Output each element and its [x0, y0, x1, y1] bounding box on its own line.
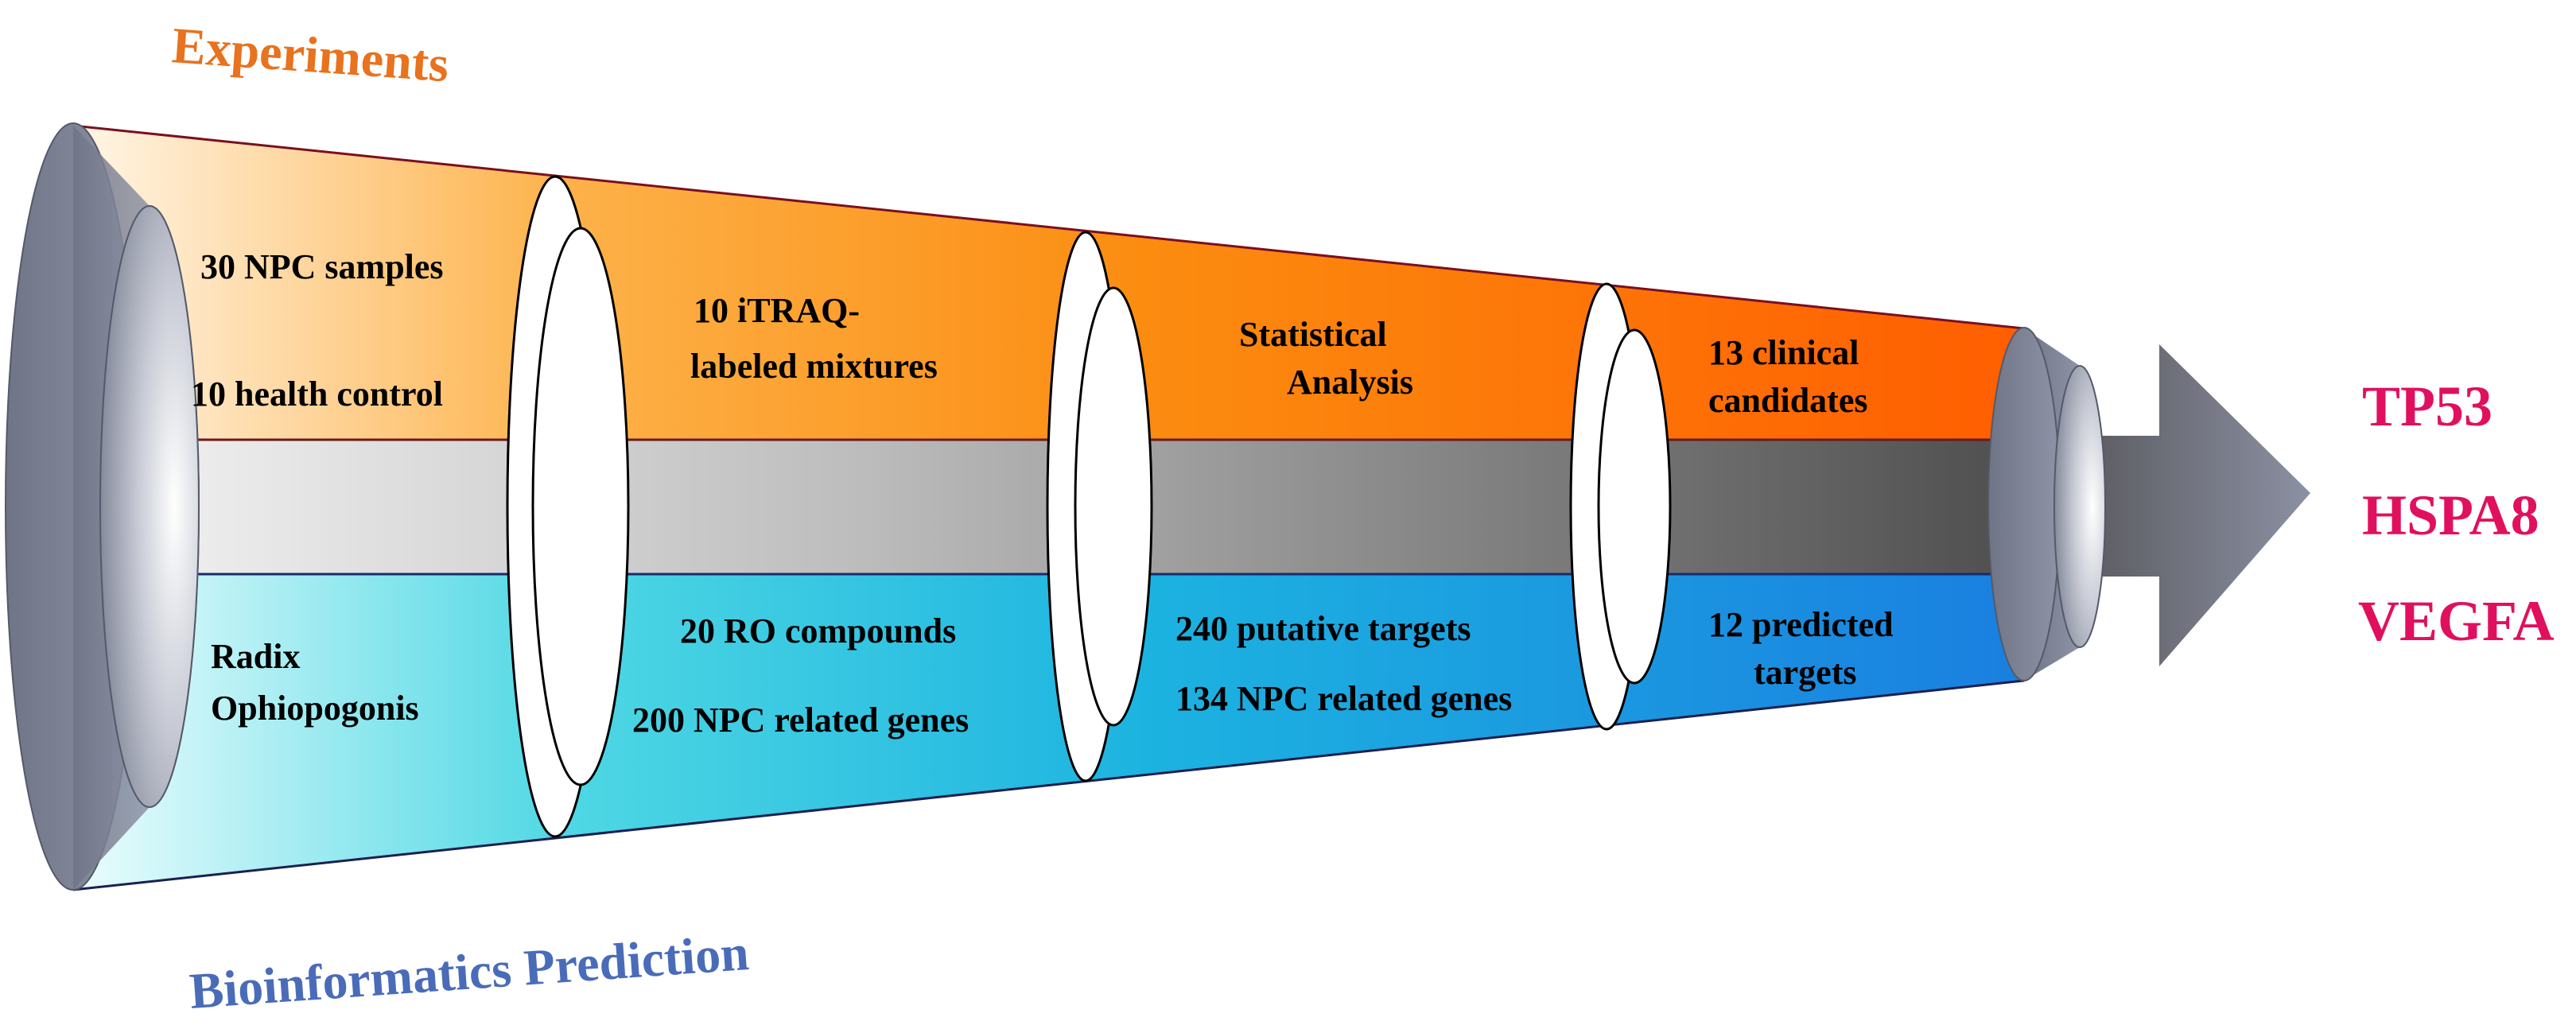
stage-3-top-line-2: Analysis [1287, 363, 1413, 402]
experiments-title: Experiments [170, 17, 451, 92]
stage-1-bottom-line-1: Radix [211, 637, 300, 676]
stage-3-bottom-line-2: 134 NPC related genes [1175, 679, 1512, 718]
stage-3-bottom-line-1: 240 putative targets [1175, 609, 1471, 648]
result-gene-3: VEGFA [2358, 589, 2555, 653]
result-gene-2: HSPA8 [2362, 483, 2539, 547]
bioinformatics-title: Bioinformatics Prediction [188, 924, 751, 1019]
stage-2-top-line-1: 10 iTRAQ- [694, 291, 860, 330]
stage-1-top-line-2: 10 health control [191, 375, 443, 413]
funnel-ring-3 [1569, 282, 1672, 731]
funnel-right-cap [1987, 327, 2106, 681]
stage-4-bottom-line-1: 12 predicted [1708, 605, 1894, 644]
stage-2-top-line-2: labeled mixtures [690, 347, 938, 386]
stage-4-top-line-1: 13 clinical [1708, 333, 1859, 372]
funnel-ring-1 [506, 175, 630, 838]
funnel-ring-2 [1046, 231, 1153, 782]
stage-1-bottom-line-2: Ophiopogonis [211, 689, 419, 728]
stage-1-top-line-1: 30 NPC samples [200, 247, 444, 286]
result-arrow [2092, 344, 2310, 666]
result-gene-1: TP53 [2362, 375, 2492, 438]
stage-4-bottom-line-2: targets [1754, 653, 1857, 692]
stage-2-bottom-line-2: 200 NPC related genes [632, 701, 969, 740]
stage-3-top-line-1: Statistical [1239, 315, 1387, 354]
funnel-left-cap [5, 122, 200, 891]
stage-4-top-line-2: candidates [1708, 381, 1867, 420]
stage-2-bottom-line-1: 20 RO compounds [680, 612, 956, 650]
